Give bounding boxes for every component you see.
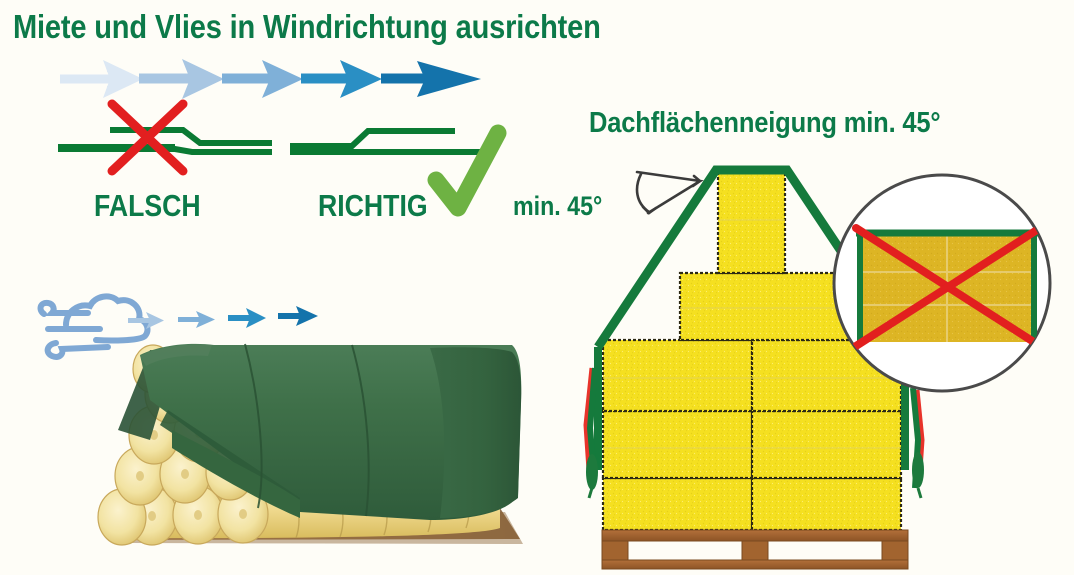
wind-arrow-small-2 xyxy=(178,311,215,328)
wind-arrow-5 xyxy=(381,61,481,97)
wind-arrow-small-1 xyxy=(128,312,164,329)
wind-arrow-1 xyxy=(60,60,143,98)
label-min-angle: min. 45° xyxy=(513,191,603,221)
page-title: Miete und Vlies in Windrichtung ausricht… xyxy=(13,8,601,45)
bale xyxy=(601,409,754,480)
label-richtig: RICHTIG xyxy=(318,188,428,223)
bale-seam-lines xyxy=(603,219,901,449)
wind-arrow-2 xyxy=(139,59,224,99)
angle-45-symbol-icon xyxy=(635,170,704,215)
fleece-cover-tarp xyxy=(140,343,522,520)
bale xyxy=(750,338,903,413)
bale xyxy=(716,168,787,275)
bale xyxy=(750,476,903,532)
fleece-cover-roof-line xyxy=(594,165,909,470)
inset-circle xyxy=(832,173,1052,393)
wind-arrow-3 xyxy=(222,60,303,98)
bale xyxy=(601,476,754,532)
red-cross-icon xyxy=(107,99,188,176)
red-cross-icon-inset xyxy=(852,224,1044,350)
tarp-shadow-gap xyxy=(118,350,176,440)
strap-left xyxy=(583,367,598,499)
roof-slope-title: Dachflächenneigung min. 45° xyxy=(589,107,941,139)
inset-content xyxy=(852,224,1044,350)
bale xyxy=(678,271,858,342)
wind-cloud-icon xyxy=(37,293,151,360)
wind-arrow-small-3 xyxy=(228,308,266,328)
bale xyxy=(601,338,754,413)
bale xyxy=(750,409,903,480)
round-bale-end-faces xyxy=(97,344,269,546)
label-falsch: FALSCH xyxy=(94,188,201,223)
square-bale-rows xyxy=(601,168,903,532)
round-bale-body-rows xyxy=(150,452,500,540)
strap-right xyxy=(910,387,925,499)
ground-strip xyxy=(118,508,523,544)
green-check-icon xyxy=(427,124,507,217)
fleece-overlap-wrong-diagram xyxy=(58,99,272,176)
wind-arrow-small-4 xyxy=(278,306,318,326)
wind-arrow-4 xyxy=(301,60,382,98)
wooden-pallet xyxy=(601,529,909,570)
